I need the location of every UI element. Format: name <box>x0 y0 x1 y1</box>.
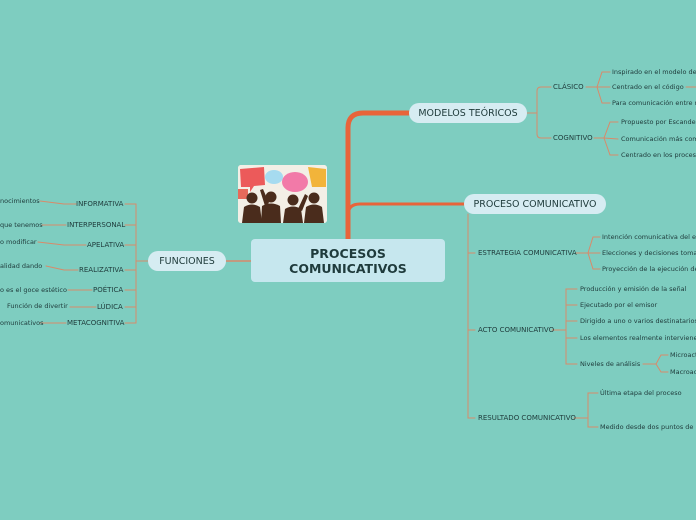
topic-proceso-comunicativo[interactable]: PROCESO COMUNICATIVO <box>464 194 606 214</box>
leaf-clasico-3[interactable]: Para comunicación entre m <box>612 99 696 107</box>
subtopic-acto[interactable]: ACTO COMUNICATIVO <box>478 326 555 334</box>
topic-funciones[interactable]: FUNCIONES <box>148 251 226 271</box>
leaf-clasico-1[interactable]: Inspirado en el modelo de <box>612 68 696 76</box>
trunk-modelos <box>345 110 413 242</box>
funcion-interpersonal[interactable]: INTERPERSONAL <box>67 221 126 229</box>
leaf-cognitivo-1[interactable]: Propuesto por Escandel <box>621 118 696 126</box>
funcion-realizativa[interactable]: REALIZATIVA <box>79 266 124 274</box>
subtopic-resultado[interactable]: RESULTADO COMUNICATIVO <box>478 414 576 422</box>
leaf-resultado-2[interactable]: Medido desde dos puntos de <box>600 423 694 431</box>
leaf-interpersonal[interactable]: que tenemos <box>0 221 43 229</box>
leaf-ludica[interactable]: Función de divertir <box>7 302 68 310</box>
leaf-acto-2[interactable]: Ejecutado por el emisor <box>580 301 658 309</box>
central-title-line1: PROCESOS <box>310 245 386 261</box>
leaf-cognitivo-2[interactable]: Comunicación más comp <box>621 135 696 143</box>
funcion-informativa[interactable]: INFORMATIVA <box>76 200 124 208</box>
leaf-estrategia-3[interactable]: Proyección de la ejecución de <box>602 265 696 273</box>
leaf-estrategia-2[interactable]: Elecciones y decisiones toma <box>602 249 696 257</box>
leaf-metacognitiva[interactable]: omunicativos <box>0 319 44 327</box>
central-title-line2: COMUNICATIVOS <box>289 260 407 276</box>
funcion-metacognitiva[interactable]: METACOGNITIVA <box>67 319 125 327</box>
subtopic-clasico[interactable]: CLÁSICO <box>553 83 584 91</box>
funcion-ludica[interactable]: LÚDICA <box>97 303 123 311</box>
leaf-realizativa[interactable]: alidad dando <box>0 262 43 270</box>
leaf-estrategia-1[interactable]: Intención comunicativa del em <box>602 233 696 241</box>
central-topic[interactable]: PROCESOS COMUNICATIVOS <box>251 239 445 282</box>
leaf-apelativa[interactable]: o modificar <box>0 238 37 246</box>
subtopic-estrategia[interactable]: ESTRATEGIA COMUNICATIVA <box>478 249 577 257</box>
leaf-poetica[interactable]: o es el goce estético <box>0 286 67 294</box>
topic-modelos-teoricos[interactable]: MODELOS TEÓRICOS <box>409 103 527 123</box>
leaf-clasico-2[interactable]: Centrado en el código <box>612 83 684 91</box>
subtopic-niveles[interactable]: Niveles de análisis <box>580 360 641 368</box>
leaf-niveles-2[interactable]: Macroact <box>670 368 696 376</box>
people-talking-illustration <box>238 165 327 223</box>
leaf-niveles-1[interactable]: Microact <box>670 351 696 359</box>
funcion-poetica[interactable]: POÉTICA <box>93 286 124 294</box>
funcion-apelativa[interactable]: APELATIVA <box>87 241 125 249</box>
leaf-acto-4[interactable]: Los elementos realmente intervienen <box>580 334 696 342</box>
leaf-cognitivo-3[interactable]: Centrado en los procesos <box>621 151 696 159</box>
leaf-acto-3[interactable]: Dirigido a uno o varios destinatarios <box>580 317 696 325</box>
trunk-proceso <box>346 202 467 241</box>
subtopic-cognitivo[interactable]: COGNITIVO <box>553 134 593 142</box>
leaf-resultado-1[interactable]: Última etapa del proceso <box>600 389 682 397</box>
leaf-acto-1[interactable]: Producción y emisión de la señal <box>580 285 687 293</box>
leaf-informativa[interactable]: nocimientos <box>0 197 40 205</box>
